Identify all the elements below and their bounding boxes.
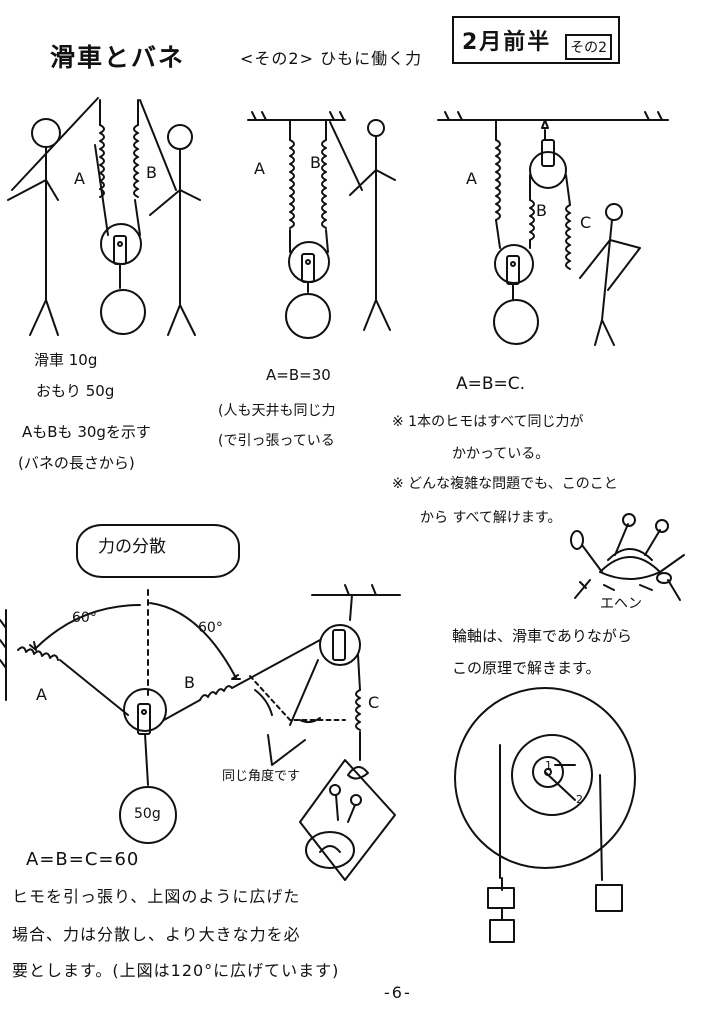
- wheel-text2: この原理で解きます。: [452, 659, 601, 677]
- fig1-label-a: A: [74, 169, 85, 188]
- spring-b: [133, 124, 139, 198]
- person-head: [167, 124, 193, 150]
- weight-right: [595, 884, 623, 912]
- spring-b: [199, 685, 233, 701]
- page-subtitle: <その2> ひもに働く力: [240, 49, 423, 68]
- wheel-text1: 輪軸は、滑車でありながら: [452, 627, 632, 645]
- spring-c: [355, 689, 361, 731]
- axle: [532, 756, 564, 788]
- fig3-note1: ※ 1本のヒモはすべて同じ力が: [392, 414, 584, 430]
- spring-a: [289, 139, 295, 229]
- pulley: [123, 688, 167, 732]
- wheel-outer: [454, 687, 636, 869]
- fig3-note3: ※ どんな複雑な問題でも、このこと: [392, 476, 618, 492]
- fig4-label-b: B: [184, 673, 195, 692]
- fig3-label-a: A: [466, 169, 477, 188]
- fig4-body3: 要とします。(上図は120°に広げています): [12, 961, 340, 980]
- fig4-same-angle: 同じ角度です: [222, 769, 301, 784]
- fig1-label-b: B: [146, 163, 157, 182]
- pulley-top: [319, 624, 361, 666]
- fig1-line1: 滑車 10g: [34, 351, 98, 369]
- fig2-label-b: B: [310, 153, 321, 172]
- heading-oval: [76, 524, 240, 578]
- fig2-note1: (人も天井も同じ力: [218, 403, 336, 419]
- wheel-mark-1: 1: [545, 759, 552, 772]
- spring-b: [529, 199, 535, 241]
- wheel-axle-drawing: [454, 687, 636, 943]
- weight: [119, 786, 177, 844]
- figure-4-drawing: [0, 584, 401, 881]
- weight: [100, 289, 146, 335]
- fig3-note4: から すべて解けます。: [420, 510, 562, 526]
- fig4-weight: 50g: [134, 806, 161, 822]
- fig1-line2: おもり 50g: [36, 382, 115, 400]
- date-badge: 2月前半 その2: [452, 16, 620, 64]
- fig4-body2: 場合、力は分散し、より大きな力を必: [12, 925, 301, 944]
- wheel-inner: [511, 734, 593, 816]
- fig3-label-c: C: [580, 213, 592, 232]
- fig3-equation: A=B=C.: [456, 374, 526, 394]
- fig4-heading: 力の分散: [98, 537, 166, 557]
- fig4-angle-right: 60°: [198, 620, 223, 636]
- date-badge-sub: その2: [565, 34, 612, 60]
- weight: [493, 299, 539, 345]
- page-number: -6-: [384, 983, 412, 1002]
- fig2-equation: A=B=30: [266, 366, 331, 384]
- weight-left: [487, 887, 515, 909]
- spring-a: [17, 646, 59, 661]
- mascot-crab-drawing: [570, 513, 685, 601]
- fig2-note2: (で引っ張っている: [218, 433, 335, 449]
- fig1-line3: AもBも 30gを示す: [22, 423, 151, 441]
- mascot-name: エヘン: [600, 596, 642, 612]
- spring-a: [495, 139, 501, 221]
- fig3-label-b: B: [536, 201, 547, 220]
- fig3-note2: かかっている。: [452, 446, 550, 462]
- fig4-label-c: C: [368, 693, 380, 712]
- figure-3-drawing: [437, 111, 669, 346]
- weight-lower: [489, 919, 515, 943]
- fig4-label-a: A: [36, 685, 47, 704]
- fig2-label-a: A: [254, 159, 265, 178]
- spring-a: [99, 124, 105, 198]
- spring-c: [565, 204, 571, 270]
- fig4-angle-left: 60°: [72, 610, 97, 626]
- person-head: [605, 203, 623, 221]
- weight: [285, 293, 331, 339]
- pulley-top: [529, 151, 567, 189]
- spring-b: [321, 139, 327, 229]
- page-title: 滑車とバネ: [50, 43, 186, 72]
- fig1-line4: (バネの長さから): [18, 454, 135, 472]
- fig4-body1: ヒモを引っ張り、上図のように広げた: [12, 887, 301, 906]
- figure-1-drawing: [7, 97, 201, 336]
- figure-2-drawing: [247, 111, 396, 339]
- person-head: [367, 119, 385, 137]
- fig4-equation: A=B=C=60: [26, 849, 140, 870]
- date-badge-main: 2月前半: [462, 30, 552, 55]
- wheel-mark-2: 2: [576, 793, 583, 806]
